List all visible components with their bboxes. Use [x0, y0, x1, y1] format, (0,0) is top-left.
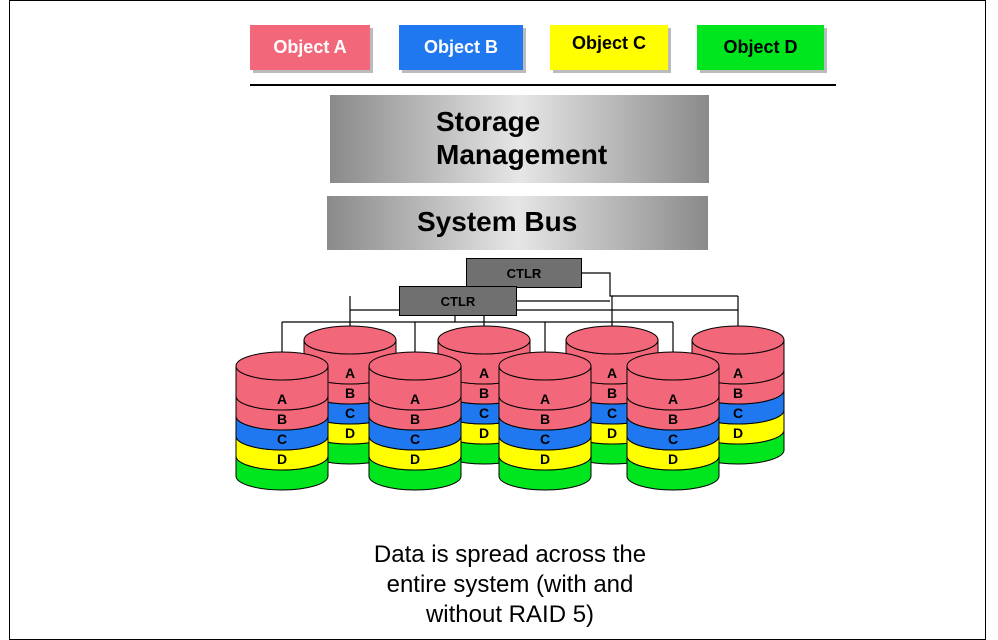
storage-management-line2: Management — [436, 139, 608, 170]
disk-label-a: A — [607, 365, 617, 381]
disk-label-b: B — [277, 411, 287, 427]
disk-label-c: C — [479, 405, 489, 421]
caption: Data is spread across the entire system … — [290, 540, 730, 630]
disk-top-cap — [235, 351, 329, 381]
controller-2-label: CTLR — [440, 293, 476, 309]
legend-object-d: Object D — [697, 25, 824, 70]
controller-1-label: CTLR — [506, 265, 542, 281]
disk-label-a: A — [733, 365, 743, 381]
caption-line2: entire system (with and — [386, 571, 634, 598]
disk-label-d: D — [277, 451, 287, 467]
system-bus-block: System Bus — [327, 196, 708, 250]
caption-line1: Data is spread across the — [373, 541, 647, 568]
legend-object-d-label: Object D — [723, 37, 798, 57]
storage-management-block: Storage Management — [330, 95, 709, 183]
disk-label-a: A — [479, 365, 489, 381]
disk-top-cap — [498, 351, 592, 381]
disk-label-b: B — [479, 385, 489, 401]
disk-label-a: A — [668, 391, 678, 407]
system-bus-label: System Bus — [417, 206, 578, 237]
legend-object-a-label: Object A — [273, 37, 347, 57]
disk-label-c: C — [607, 405, 617, 421]
legend-object-b-label: Object B — [423, 37, 498, 57]
divider-line — [250, 84, 836, 86]
disk-label-b: B — [733, 385, 743, 401]
controller-2: CTLR — [399, 286, 517, 316]
caption-line3: without RAID 5) — [425, 601, 595, 628]
disk-label-a: A — [540, 391, 550, 407]
disk-top-cap — [368, 351, 462, 381]
disk-label-a: A — [277, 391, 287, 407]
disk-top-cap — [626, 351, 720, 381]
disk-label-c: C — [410, 431, 420, 447]
disk-label-c: C — [733, 405, 743, 421]
disk-label-c: C — [345, 405, 355, 421]
controller-1: CTLR — [466, 258, 582, 288]
disk-label-b: B — [668, 411, 678, 427]
wire-ctlr1-rail — [582, 272, 738, 297]
disk-label-d: D — [479, 425, 489, 441]
disk-label-d: D — [733, 425, 743, 441]
disk-label-c: C — [668, 431, 678, 447]
legend-object-c-label: Object C — [571, 33, 646, 53]
disk-top-cap — [303, 325, 397, 355]
disk-label-b: B — [540, 411, 550, 427]
legend-object-c: Object C — [550, 25, 668, 70]
disk-label-d: D — [410, 451, 420, 467]
legend-object-b: Object B — [399, 25, 523, 70]
disk-top-cap — [437, 325, 531, 355]
disk-label-d: D — [668, 451, 678, 467]
disk-label-b: B — [410, 411, 420, 427]
legend-object-a: Object A — [250, 25, 370, 70]
disk-label-c: C — [277, 431, 287, 447]
disk-label-d: D — [607, 425, 617, 441]
disk-label-b: B — [345, 385, 355, 401]
disk-label-d: D — [540, 451, 550, 467]
disk-label-b: B — [607, 385, 617, 401]
disk-label-c: C — [540, 431, 550, 447]
disk-label-a: A — [410, 391, 420, 407]
disk-label-d: D — [345, 425, 355, 441]
disk-top-cap — [565, 325, 659, 355]
disk-top-cap — [691, 325, 785, 355]
disk-label-a: A — [345, 365, 355, 381]
storage-management-line1: Storage — [436, 106, 541, 137]
